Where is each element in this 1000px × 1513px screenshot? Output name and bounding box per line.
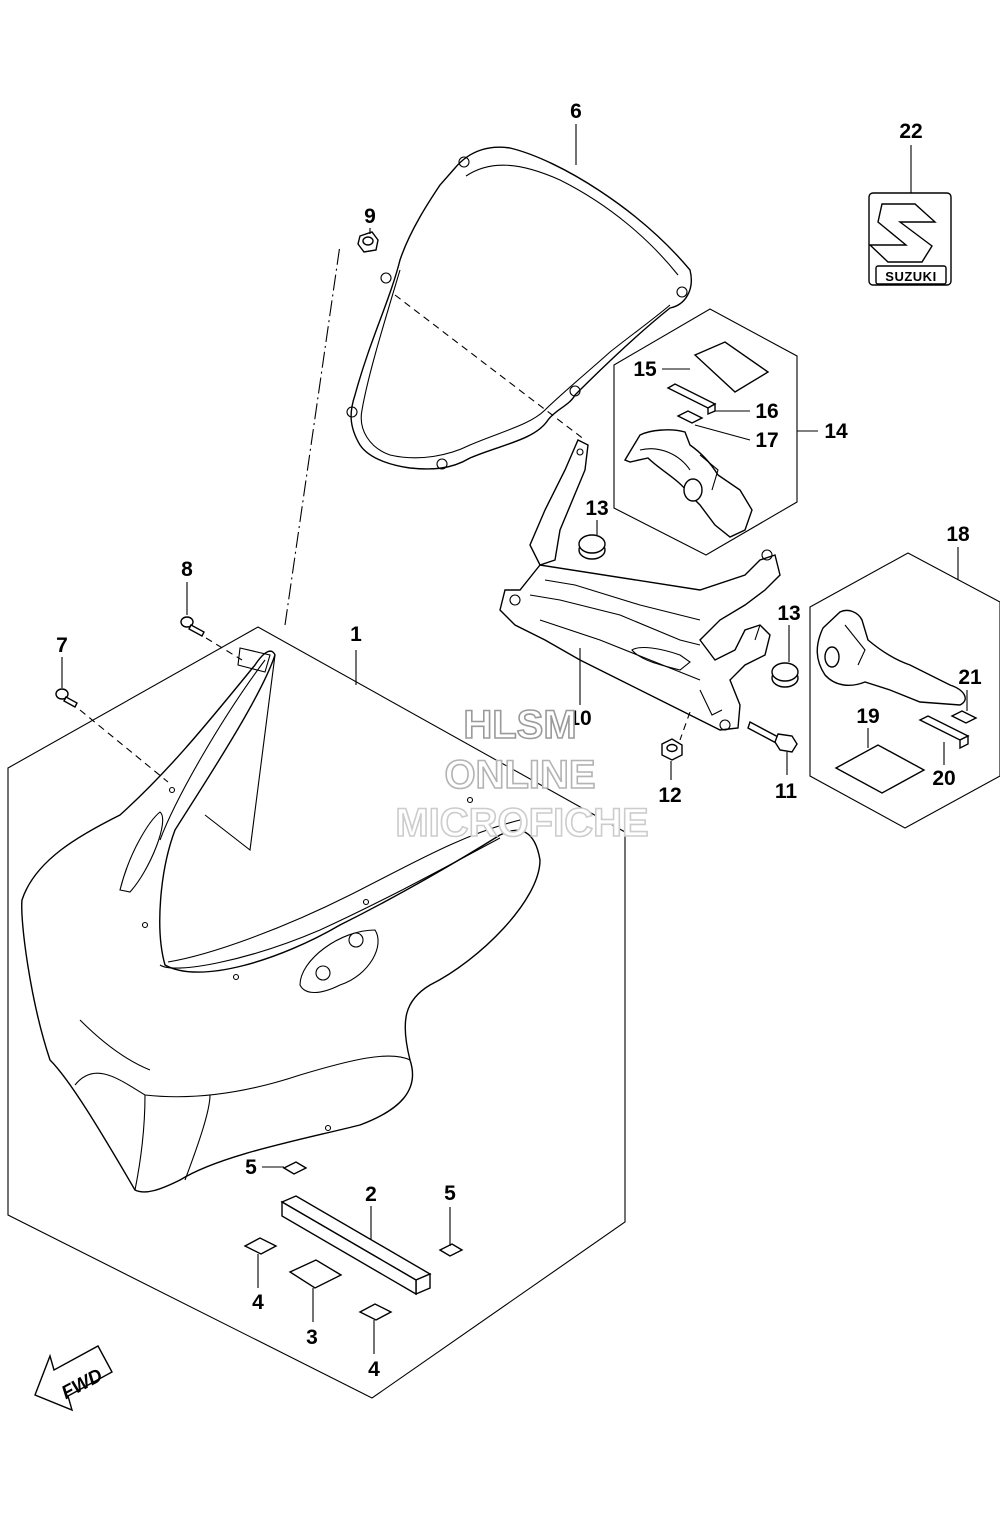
- callout-5-upper: 5: [245, 1156, 257, 1179]
- callout-8: 8: [181, 558, 193, 581]
- pad-19: [834, 744, 926, 794]
- callout-12: 12: [658, 784, 681, 807]
- dash-windscreen: [394, 294, 586, 441]
- pad-15: [693, 341, 770, 393]
- screw-7: [55, 688, 78, 708]
- bracket-part-18: [816, 609, 966, 706]
- strip-16: [666, 383, 717, 416]
- kit-18-outline: [809, 552, 1000, 829]
- fwd-label: FWD: [58, 1365, 106, 1404]
- forward-direction-arrow: FWD: [34, 1345, 113, 1412]
- windscreen: [346, 146, 692, 470]
- tape-17: [676, 410, 704, 424]
- watermark: HLSM ONLINE MICROFICHE: [395, 702, 650, 846]
- cowling-kit-outline: [7, 626, 626, 1399]
- callout-3: 3: [306, 1326, 318, 1349]
- callout-13-left: 13: [585, 497, 608, 520]
- callout-1: 1: [350, 623, 362, 646]
- cowling-bracket: [499, 439, 781, 731]
- watermark-line-1: HLSM: [463, 703, 576, 747]
- watermark-line-3: MICROFICHE: [395, 801, 648, 845]
- emblem-22: SUZUKI: [868, 192, 952, 286]
- leader-17: [694, 424, 751, 441]
- bracket-part-14: [623, 429, 753, 538]
- grommet-13-right: [771, 662, 799, 688]
- upper-cowling: [21, 647, 541, 1193]
- strip-2: [280, 1195, 432, 1296]
- well-nut-9: [357, 231, 379, 253]
- dash-12: [679, 711, 691, 741]
- callout-14: 14: [824, 420, 848, 443]
- dash-7: [79, 709, 169, 783]
- callout-20: 20: [932, 767, 955, 790]
- callout-6: 6: [570, 100, 582, 123]
- callout-16: 16: [755, 400, 778, 423]
- strip-20: [918, 715, 970, 750]
- callout-9: 9: [364, 205, 376, 228]
- bolt-11: [747, 720, 798, 753]
- grommet-13-left: [578, 534, 606, 560]
- tape-4-right: [358, 1303, 393, 1321]
- pad-3: [288, 1259, 343, 1289]
- callout-19: 19: [856, 705, 879, 728]
- tape-21: [950, 710, 978, 724]
- callout-7: 7: [56, 634, 68, 657]
- tape-4-left: [243, 1237, 278, 1255]
- callout-4-left: 4: [252, 1291, 264, 1314]
- callout-21: 21: [958, 666, 982, 689]
- callout-15: 15: [633, 358, 657, 381]
- callout-10: 10: [568, 707, 591, 730]
- kit-14-outline: [613, 308, 798, 556]
- callout-2: 2: [365, 1183, 377, 1206]
- screw-8: [180, 616, 205, 637]
- dash-8: [205, 637, 243, 661]
- emblem-brand-text: SUZUKI: [885, 269, 936, 284]
- nut-12: [661, 738, 683, 761]
- tape-5-lower: [438, 1243, 464, 1257]
- alignment-line-cowling: [284, 244, 341, 626]
- callout-13-right: 13: [777, 602, 800, 625]
- callout-18: 18: [946, 523, 970, 546]
- callout-5-lower: 5: [444, 1182, 456, 1205]
- callout-17: 17: [755, 429, 778, 452]
- tape-5-upper: [282, 1161, 308, 1175]
- callout-4-right: 4: [368, 1358, 380, 1381]
- watermark-line-2: ONLINE: [444, 753, 595, 797]
- callout-22: 22: [899, 120, 922, 143]
- callout-11: 11: [775, 780, 798, 803]
